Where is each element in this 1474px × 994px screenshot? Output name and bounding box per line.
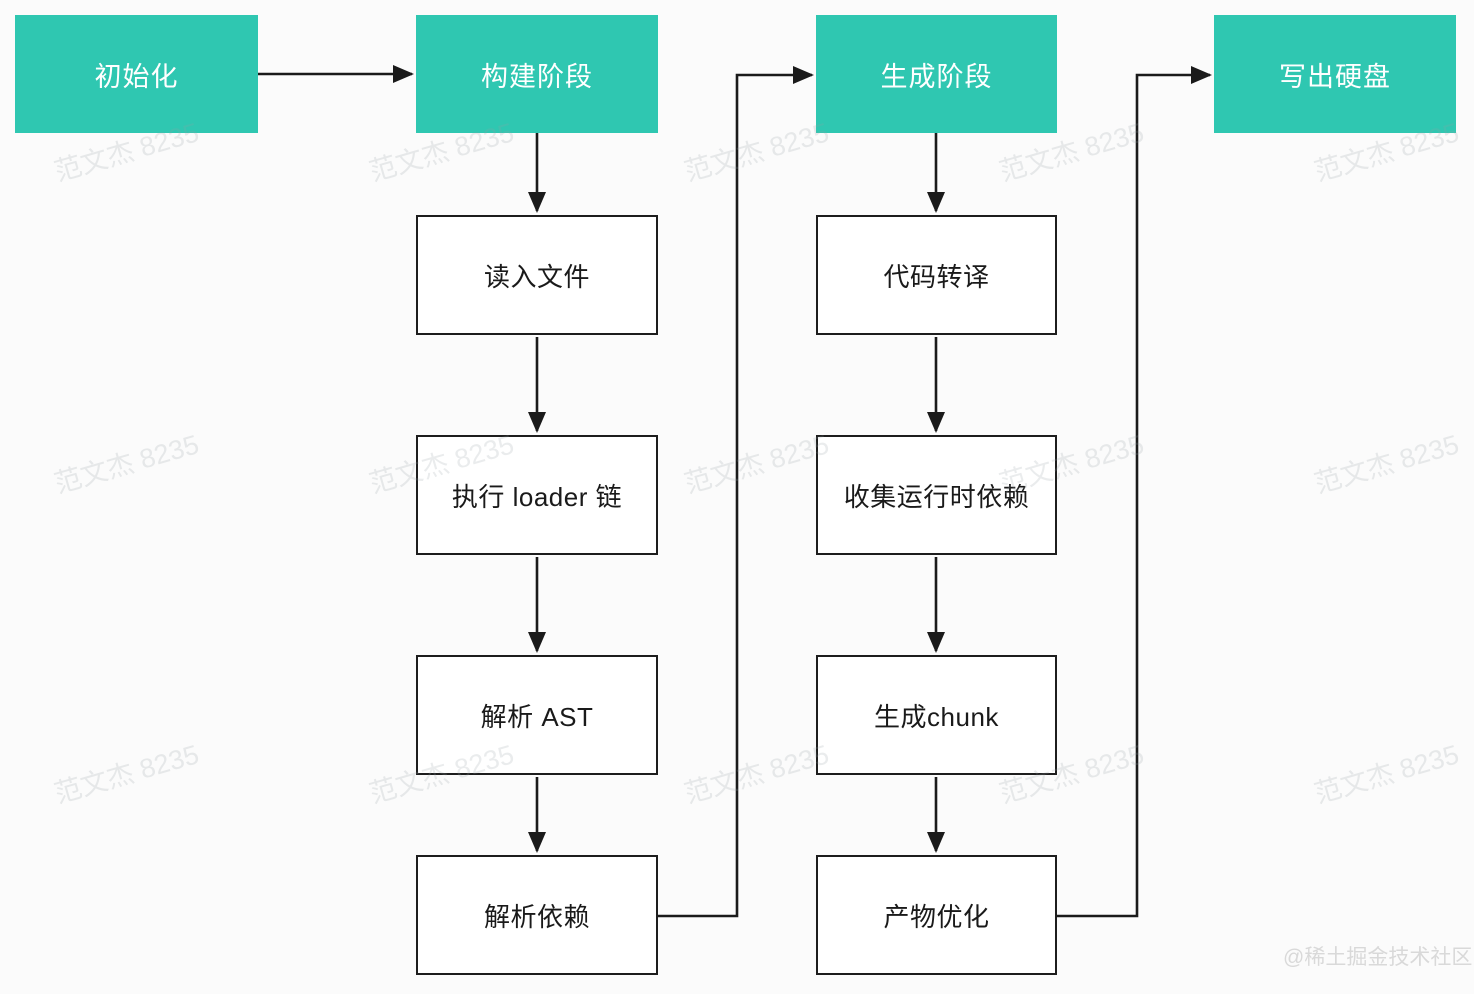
step-box-read-file: 读入文件	[416, 215, 658, 335]
step-box-parse-deps: 解析依赖	[416, 855, 658, 975]
step-box-loader-chain: 执行 loader 链	[416, 435, 658, 555]
step-box-collect-runtime-deps: 收集运行时依赖	[816, 435, 1057, 555]
step-box-optimize-output: 产物优化	[816, 855, 1057, 975]
arrow-optimize-to-write	[1057, 66, 1212, 918]
step-box-transpile-code: 代码转译	[816, 215, 1057, 335]
step-box-generate-chunk: 生成chunk	[816, 655, 1057, 775]
step-box-parse-ast: 解析 AST	[416, 655, 658, 775]
phase-box-initialization: 初始化	[15, 15, 258, 133]
phase-box-generate: 生成阶段	[816, 15, 1057, 133]
phase-box-build: 构建阶段	[416, 15, 658, 133]
arrow-deps-to-generate	[658, 66, 814, 918]
phase-box-write-disk: 写出硬盘	[1214, 15, 1456, 133]
